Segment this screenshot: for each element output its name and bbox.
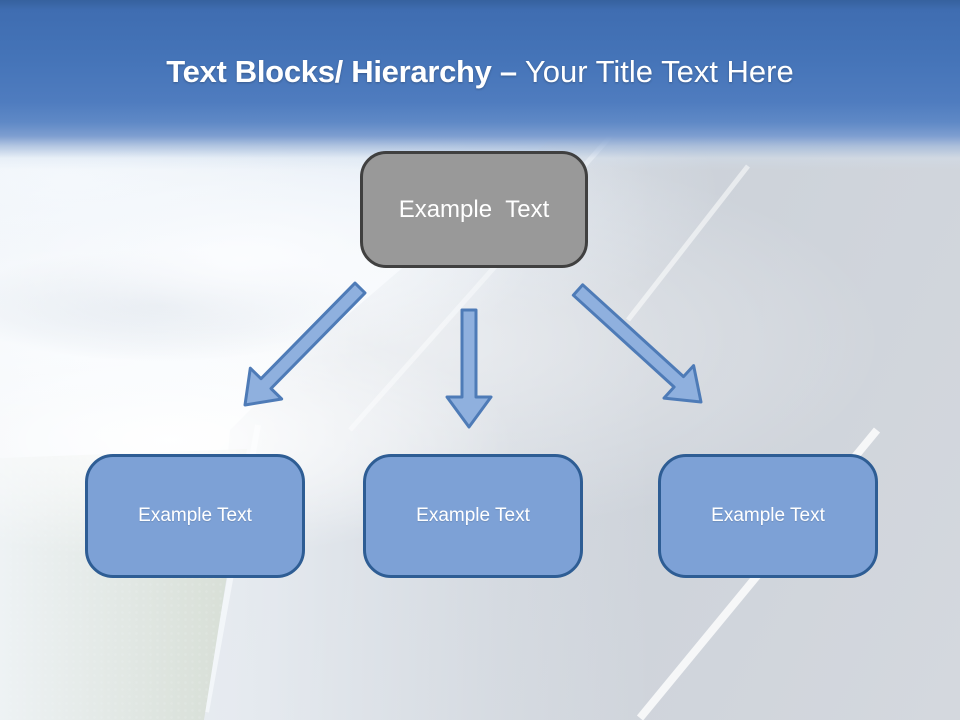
down-left-arrow-icon — [243, 281, 367, 407]
child-node-3[interactable]: Example Text — [658, 454, 878, 578]
child-node-label: Example Text — [138, 505, 252, 526]
down-right-arrow-icon — [571, 283, 703, 404]
child-node-2[interactable]: Example Text — [363, 454, 583, 578]
child-node-1[interactable]: Example Text — [85, 454, 305, 578]
title-regular-segment: Your Title Text Here — [524, 54, 794, 89]
root-node-label: Example Text — [398, 195, 550, 223]
slide-title[interactable]: Text Blocks/ Hierarchy – Your Title Text… — [0, 52, 960, 92]
child-node-label: Example Text — [711, 505, 825, 526]
root-node[interactable]: Example Text — [360, 151, 588, 268]
title-bold-segment: Text Blocks/ Hierarchy – — [166, 54, 517, 89]
title-banner — [0, 0, 960, 170]
down-arrow-icon — [445, 308, 493, 429]
child-node-label: Example Text — [416, 505, 530, 526]
